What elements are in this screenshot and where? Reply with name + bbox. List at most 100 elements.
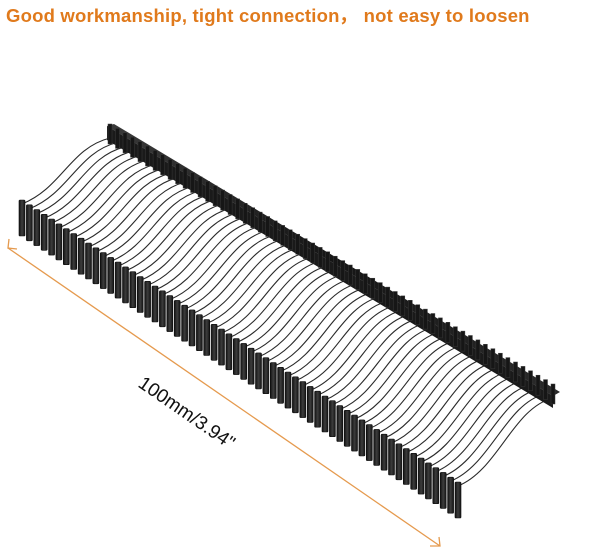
filament [413,371,509,458]
filament [125,199,216,272]
bar-tooth [265,216,270,237]
filament [66,163,156,234]
t-end-tab [40,214,48,251]
filament [295,300,388,382]
filament [450,393,546,482]
bar-tooth [333,255,338,277]
bar-tooth [145,145,150,167]
t-end-tab [77,237,85,275]
filament [258,278,351,358]
filament [376,348,471,434]
filament [29,141,118,210]
bar-tooth [348,264,353,286]
filament [346,331,441,415]
bar-tooth [393,291,398,312]
t-end-tab [329,400,336,438]
filament [147,212,238,286]
filament [243,269,336,348]
t-end-tab [380,433,388,471]
bar-tooth [115,128,120,149]
bar-tooth [483,344,488,365]
bar-tooth [438,317,443,339]
t-end-tab [159,290,166,328]
filament [88,177,178,248]
t-end-tab [188,309,196,347]
bar-tooth [190,172,195,193]
t-end-tab [233,338,240,375]
bar-tooth [227,194,233,215]
t-end-tab [247,347,255,385]
t-end-tab [107,257,114,294]
bar-tooth [160,154,165,176]
t-end-tab [210,323,218,361]
bar-tooth [122,132,128,154]
filament [213,252,306,329]
filament [391,357,486,444]
filament [176,229,268,305]
bar-tooth [175,163,180,184]
back-bar-teeth [107,123,556,405]
t-end-tab [439,472,447,509]
filament [309,309,403,391]
bar-tooth [272,220,278,242]
bar-tooth [550,383,556,405]
t-end-tab [218,328,225,366]
t-end-tab [151,285,159,323]
t-end-tab [314,390,321,428]
filament [184,234,276,310]
filament [58,159,148,229]
bar-tooth [378,282,383,303]
bar-tooth [505,357,511,378]
t-end-tab [425,462,432,500]
filament [132,203,223,277]
t-end-tab [321,395,329,433]
t-end-tab [417,457,425,495]
bar-tooth [415,304,421,325]
filament [228,260,321,339]
filament [324,318,418,401]
front-t-end-tabs [18,199,462,519]
t-end-tab [136,276,144,313]
t-end-tab [373,429,381,466]
t-end-tab [203,319,210,356]
t-end-tab [33,209,41,246]
bar-tooth [520,366,526,387]
filament [250,274,343,353]
bar-tooth [490,348,496,369]
bar-tooth [498,352,503,374]
bar-tooth [182,167,188,189]
t-end-tab [336,405,344,442]
filament [420,375,516,463]
filament [287,296,381,377]
bar-tooth [385,286,391,308]
t-end-tab [351,414,358,452]
bar-tooth [400,295,406,317]
bar-tooth [287,229,293,251]
bar-tooth [528,370,533,392]
bar-tooth [107,123,113,145]
filament [265,282,358,363]
t-end-tab [299,381,307,418]
filament [117,194,208,267]
filament [95,181,186,253]
t-end-tab [255,352,262,390]
bar-tooth [460,330,466,352]
bar-tooth [423,308,428,330]
t-end-tab [55,223,63,261]
t-end-tab [269,362,277,399]
t-end-tab [292,376,299,414]
filament [36,146,126,215]
filament [406,366,501,454]
filament [361,340,456,425]
bar-tooth [257,211,263,233]
t-end-tab [402,448,410,485]
filament [339,326,434,411]
bar-tooth [445,322,451,343]
t-end-tab [62,228,70,265]
filament [110,190,201,262]
bar-tooth [355,269,361,290]
bar-tooth [250,207,255,228]
bar-tooth [167,159,173,180]
t-end-tab [26,204,33,242]
